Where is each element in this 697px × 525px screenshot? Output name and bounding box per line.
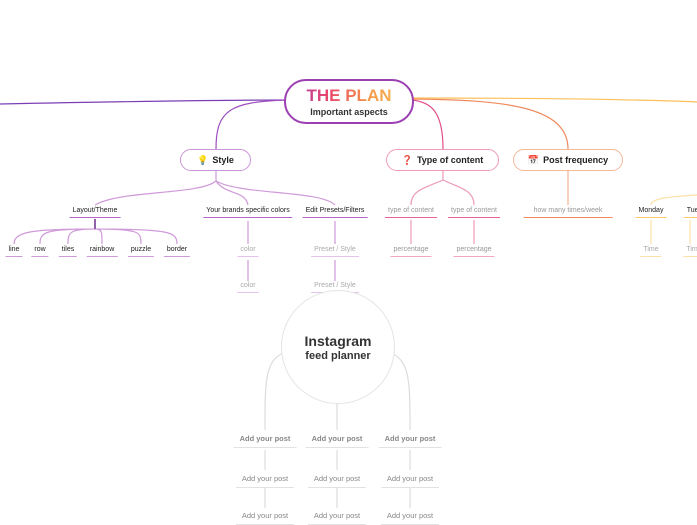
add-post-node[interactable]: Add your post	[305, 434, 369, 448]
node-layout-item[interactable]: puzzle	[127, 246, 155, 257]
node-tuesday[interactable]: Tuesday	[683, 207, 697, 218]
lightbulb-icon: 💡	[197, 154, 209, 165]
add-post-node[interactable]: Add your post	[307, 474, 367, 488]
add-post-node[interactable]: Add your post	[378, 434, 442, 448]
add-post-node[interactable]: Add your post	[380, 474, 440, 488]
node-layout-item[interactable]: row	[31, 246, 49, 257]
node-brand-colors[interactable]: Your brands specific colors	[203, 207, 293, 218]
node-preset-style[interactable]: Preset / Style	[311, 246, 359, 257]
branch-style-label: Style	[212, 155, 234, 165]
node-color[interactable]: color	[237, 282, 259, 293]
planner-subtitle: feed planner	[305, 350, 371, 362]
node-percentage[interactable]: percentage	[390, 246, 432, 257]
root-title: THE PLAN	[286, 86, 412, 106]
branch-frequency-label: Post frequency	[543, 155, 609, 165]
node-layout-item[interactable]: border	[163, 246, 191, 257]
node-type-of-content[interactable]: type of content	[385, 207, 437, 218]
add-post-node[interactable]: Add your post	[235, 511, 295, 525]
node-monday[interactable]: Monday	[635, 207, 667, 218]
question-mark-icon: ❓	[401, 154, 413, 165]
add-post-node[interactable]: Add your post	[235, 474, 295, 488]
node-percentage[interactable]: percentage	[453, 246, 495, 257]
add-post-node[interactable]: Add your post	[233, 434, 297, 448]
node-type-of-content[interactable]: type of content	[448, 207, 500, 218]
node-layout-item[interactable]: line	[5, 246, 23, 257]
node-times-per-week[interactable]: how many times/week	[523, 207, 613, 218]
node-presets-filters[interactable]: Edit Presets/Filters	[302, 207, 368, 218]
planner-title: Instagram	[304, 333, 372, 349]
root-subtitle: Important aspects	[310, 107, 388, 117]
add-post-node[interactable]: Add your post	[307, 511, 367, 525]
branch-type-label: Type of content	[416, 155, 484, 165]
calendar-icon: 📅	[527, 154, 540, 165]
planner-node[interactable]: Instagram feed planner	[281, 290, 395, 404]
add-post-node[interactable]: Add your post	[380, 511, 440, 525]
node-layout-item[interactable]: tiles	[58, 246, 78, 257]
node-time[interactable]: Time	[683, 246, 697, 257]
root-node[interactable]: THE PLAN Important aspects	[284, 79, 414, 124]
node-layout-theme[interactable]: Layout/Theme	[69, 207, 121, 218]
branch-type-of-content[interactable]: ❓Type of content	[386, 149, 499, 171]
node-layout-item[interactable]: rainbow	[86, 246, 118, 257]
branch-style[interactable]: 💡Style	[180, 149, 251, 171]
node-color[interactable]: color	[237, 246, 259, 257]
node-time[interactable]: Time	[640, 246, 662, 257]
branch-post-frequency[interactable]: 📅Post frequency	[513, 149, 623, 171]
